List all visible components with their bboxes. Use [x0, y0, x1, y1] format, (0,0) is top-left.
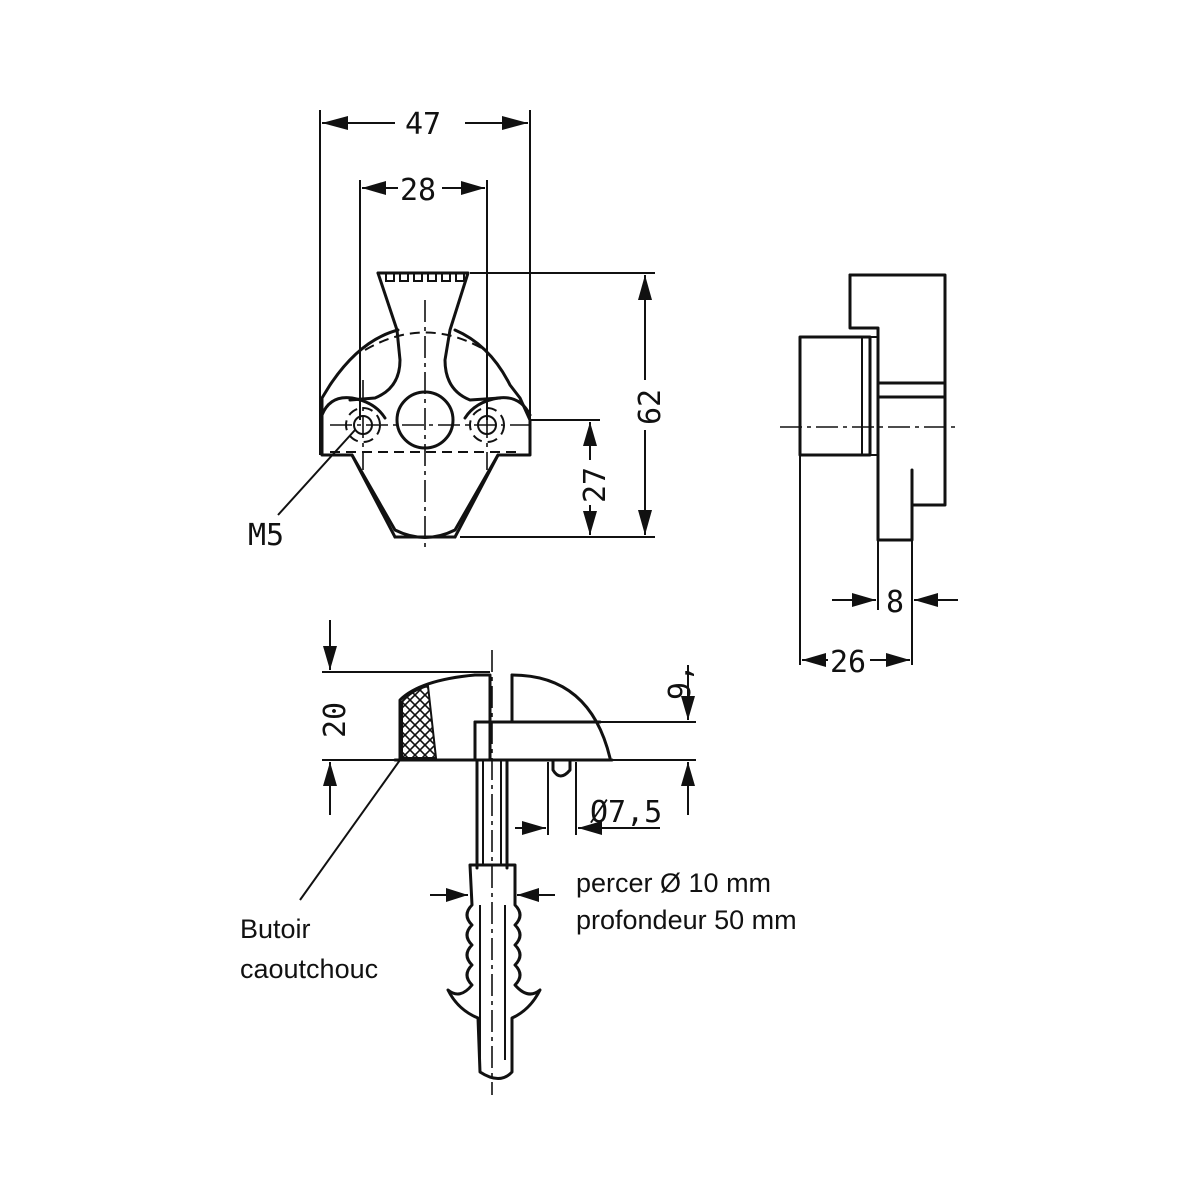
section-view: 20 9, Ø7,5 percer Ø 10 mm profondeur 50 … — [240, 620, 797, 1095]
bumper-label-line2: caoutchouc — [240, 954, 378, 984]
dim-26-label: 26 — [830, 645, 866, 680]
drill-note-line2: profondeur 50 mm — [576, 905, 797, 935]
dim-7-5-label: Ø7,5 — [590, 795, 662, 830]
dim-8-label: 8 — [886, 585, 904, 620]
dim-27-label: 27 — [578, 467, 613, 503]
front-view: 47 28 — [248, 107, 668, 553]
dim-47-label: 47 — [405, 107, 441, 142]
dim-9-label: 9, — [663, 664, 698, 700]
drill-note-line1: percer Ø 10 mm — [576, 868, 771, 898]
bumper-label-line1: Butoir — [240, 914, 311, 944]
dim-20-label: 20 — [318, 702, 353, 738]
side-view: 8 26 — [780, 273, 960, 680]
thread-m5-label: M5 — [248, 518, 284, 553]
dim-28-label: 28 — [400, 173, 436, 208]
dim-62-label: 62 — [633, 389, 668, 425]
